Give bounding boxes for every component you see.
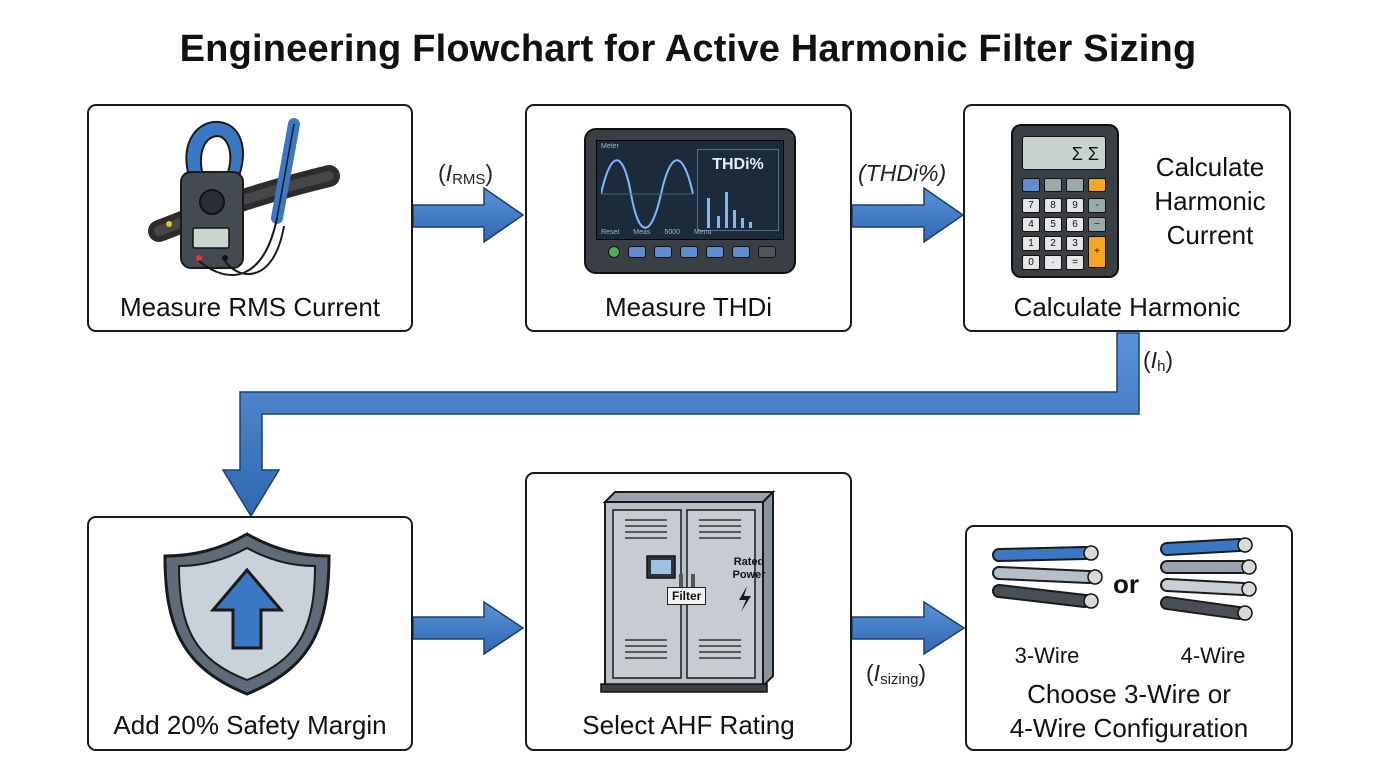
calculator-icon: Σ Σ 7 8 9 - 4 5 6 − 1 2 3 + 0 · — [1011, 124, 1119, 278]
flow-label-isizing: (Isizing) — [866, 660, 927, 688]
step-label: Choose 3-Wire or 4-Wire Configuration — [1009, 679, 1249, 743]
step-label: Calculate Harmonic — [1013, 292, 1241, 322]
calculator-number-keys: 7 8 9 - 4 5 6 − 1 2 3 + 0 · = — [1022, 198, 1108, 270]
four-wire-cable-icon — [1160, 537, 1257, 621]
arrow-margin-to-ahf — [412, 600, 525, 656]
step-select-ahf: Filter Rated Power Select AHF Rating — [525, 472, 852, 751]
step-safety-margin: Add 20% Safety Margin — [87, 516, 413, 751]
step-label: Select AHF Rating — [582, 710, 795, 740]
shield-icon — [163, 532, 331, 696]
step-label: Add 20% Safety Margin — [113, 710, 387, 740]
step-measure-thdi: Meter THDi% R — [525, 104, 852, 332]
wire-bundles-icon — [992, 537, 1257, 621]
step-wire-config: or 3-Wire 4-Wire Choose 3-Wire or 4-Wire… — [965, 525, 1293, 751]
step-calculate-harmonic: Σ Σ 7 8 9 - 4 5 6 − 1 2 3 + 0 · — [963, 104, 1291, 332]
flow-label-thdi: (THDi%) — [858, 160, 947, 186]
power-analyzer-icon: Meter THDi% R — [584, 128, 796, 274]
calculator-display: Σ Σ — [1022, 136, 1106, 170]
arrow-calc-to-margin — [221, 332, 1140, 518]
step-label: Measure RMS Current — [119, 292, 381, 322]
flow-label-ih: (Ih) — [1143, 347, 1174, 375]
filter-cabinet-icon — [600, 489, 776, 693]
step-label: Measure THDi — [604, 292, 773, 322]
page-title: Engineering Flowchart for Active Harmoni… — [179, 28, 1197, 70]
filter-tag: Filter — [667, 587, 707, 605]
analyzer-screen: Meter THDi% R — [596, 140, 784, 240]
calculator-keypad — [1022, 178, 1108, 192]
analyzer-screen-title: THDi% — [712, 156, 764, 173]
power-button-icon — [608, 246, 620, 258]
three-wire-cable-icon — [992, 545, 1103, 609]
clamp-meter-icon — [148, 118, 340, 276]
three-wire-label: 3-Wire — [1014, 643, 1080, 668]
analyzer-corner-label: Meter — [601, 143, 619, 150]
four-wire-label: 4-Wire — [1180, 643, 1246, 668]
calculate-harmonic-current-caption: Calculate Harmonic Current — [1154, 152, 1266, 250]
analyzer-buttons — [608, 246, 776, 258]
arrow-rms-to-thdi — [412, 186, 525, 244]
analyzer-tabs: Reset Meas 5000 Menu — [601, 229, 712, 236]
flow-label-irms: (IRMS) — [438, 160, 494, 188]
arrow-ahf-to-config — [851, 600, 966, 656]
step-measure-rms: Measure RMS Current — [87, 104, 413, 332]
waveform-icon — [601, 159, 694, 229]
or-label: or — [1113, 569, 1139, 599]
harmonic-spectrum-icon — [707, 192, 752, 228]
rated-power-label: Rated Power — [732, 556, 766, 581]
arrow-thdi-to-calc — [851, 186, 965, 244]
